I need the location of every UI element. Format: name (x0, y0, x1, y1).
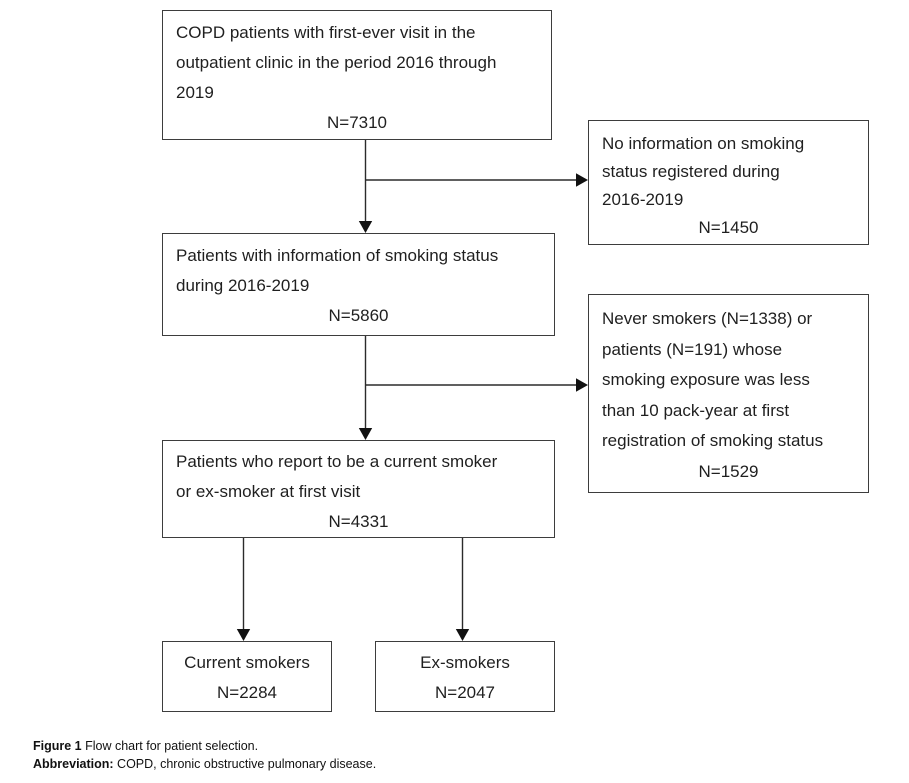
node-copd-patients-text: COPD patients with first-ever visit in t… (176, 23, 497, 102)
node-no-smoking-info-text: No information on smoking status registe… (602, 134, 805, 209)
arrowhead-down-3 (236, 629, 251, 641)
arrowhead-right-2 (576, 378, 588, 392)
figure-caption-line: Figure 1 Flow chart for patient selectio… (33, 737, 376, 755)
abbreviation-line: Abbreviation: COPD, chronic obstructive … (33, 755, 376, 773)
node-current-or-ex: Patients who report to be a current smok… (162, 440, 555, 538)
arrowhead-down-1 (358, 221, 373, 233)
figure-caption-text: Flow chart for patient selection. (85, 739, 259, 753)
node-excluded-never-smokers-text: Never smokers (N=1338) or patients (N=19… (602, 309, 824, 450)
node-ex-smokers: Ex-smokers N=2047 (375, 641, 555, 712)
node-copd-patients: COPD patients with first-ever visit in t… (162, 10, 552, 140)
node-excluded-never-smokers-n: N=1529 (698, 461, 759, 481)
node-current-smokers: Current smokers N=2284 (162, 641, 332, 712)
figure-caption: Figure 1 Flow chart for patient selectio… (33, 737, 376, 773)
node-ex-smokers-n: N=2047 (434, 683, 496, 702)
node-excluded-never-smokers: Never smokers (N=1338) or patients (N=19… (588, 294, 869, 493)
abbreviation-text: COPD, chronic obstructive pulmonary dise… (117, 757, 377, 771)
abbreviation-label: Abbreviation: (33, 757, 114, 771)
node-ex-smokers-label: Ex-smokers (420, 653, 510, 672)
node-current-smokers-label: Current smokers (184, 653, 310, 672)
arrowhead-down-2 (358, 428, 373, 440)
node-current-smokers-n: N=2284 (216, 683, 278, 702)
node-copd-patients-n: N=7310 (326, 113, 388, 132)
arrowhead-right-1 (576, 173, 588, 187)
arrowhead-down-4 (455, 629, 470, 641)
node-no-smoking-info: No information on smoking status registe… (588, 120, 869, 245)
node-smoking-info: Patients with information of smoking sta… (162, 233, 555, 336)
node-smoking-info-n: N=5860 (328, 306, 389, 325)
node-smoking-info-text: Patients with information of smoking sta… (176, 246, 499, 295)
node-current-or-ex-n: N=4331 (328, 512, 389, 531)
node-current-or-ex-text: Patients who report to be a current smok… (176, 452, 498, 501)
node-no-smoking-info-n: N=1450 (698, 218, 759, 237)
figure-label: Figure 1 (33, 739, 82, 753)
